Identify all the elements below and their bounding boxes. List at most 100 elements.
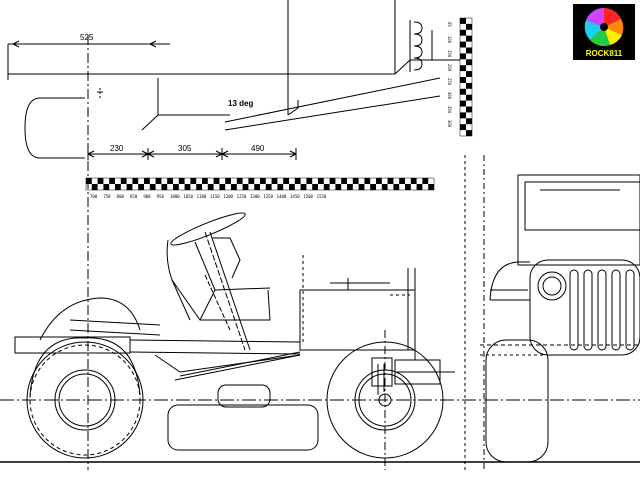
ruler-label: 1050 (183, 194, 193, 199)
ruler-label: 05 (447, 22, 452, 27)
ruler-tick (138, 184, 144, 190)
dim-seg2: 305 (178, 144, 192, 153)
ruler-tick (126, 184, 133, 190)
ruler-tick (358, 184, 365, 190)
ruler-tick (248, 178, 255, 184)
ruler-tick (460, 124, 466, 131)
ruler-tick (190, 178, 197, 184)
ruler-tick (460, 88, 466, 95)
ruler-label: 1100 (197, 194, 207, 199)
ruler-tick (460, 53, 466, 60)
rear-fender-arc (39, 297, 141, 341)
ruler-label: 1350 (263, 194, 273, 199)
ruler-label: 1000 (170, 194, 180, 199)
ruler-tick (466, 82, 472, 89)
ruler-tick (341, 178, 347, 184)
ruler-label: 150 (447, 50, 452, 58)
ruler-tick (306, 178, 313, 184)
ruler-tick (178, 178, 185, 184)
ruler-tick (460, 77, 466, 83)
ruler-tick (466, 47, 472, 54)
front-tire-front-view (485, 339, 549, 463)
ruler-tick (300, 184, 307, 190)
front-wheel (326, 330, 444, 470)
top-view (7, 0, 460, 470)
steering-wheel (170, 212, 251, 351)
ruler-tick (460, 41, 466, 48)
ruler-tick (213, 178, 220, 184)
ruler-tick (103, 184, 110, 190)
seat-top-outline (141, 78, 159, 131)
dim-seg1: 230 (110, 144, 124, 153)
ruler-tick (260, 178, 266, 184)
ruler-tick (335, 184, 342, 190)
ruler-tick (466, 106, 472, 113)
ruler-tick (86, 178, 92, 184)
ruler-label: 300 (447, 120, 452, 128)
ruler-tick (370, 184, 376, 190)
ruler-tick (173, 184, 179, 190)
ruler-tick (277, 184, 284, 190)
ruler-tick (91, 184, 98, 190)
vertical-ruler (459, 17, 473, 137)
ruler-tick (410, 178, 417, 184)
ruler-tick (460, 65, 466, 72)
ruler-tick (352, 178, 359, 184)
ruler-tick (347, 184, 353, 190)
dim-top-width: 525 (80, 33, 94, 42)
ruler-tick (466, 71, 472, 77)
ruler-tick (329, 178, 336, 184)
ruler-tick (184, 184, 191, 190)
ruler-tick (161, 184, 168, 190)
rear-wheel (26, 337, 144, 459)
ruler-tick (120, 178, 127, 184)
ruler-label: 1150 (210, 194, 220, 199)
tractor-front-view (480, 155, 640, 470)
ruler-tick (219, 184, 226, 190)
ruler-tick (236, 178, 243, 184)
ruler-label: 1300 (250, 194, 260, 199)
ruler-tick (271, 178, 278, 184)
ruler-tick (416, 184, 423, 190)
seat (166, 239, 271, 331)
ruler-tick (265, 184, 272, 190)
ruler-label: 700 (90, 194, 98, 199)
ruler-label: 1500 (303, 194, 313, 199)
rear-wheel-top (24, 97, 85, 159)
ruler-label: 1550 (317, 194, 327, 199)
tractor-side-view (0, 155, 640, 470)
hood (299, 255, 416, 360)
ruler-tick (466, 35, 472, 42)
ruler-tick (283, 178, 289, 184)
ruler-tick (115, 184, 121, 190)
ruler-tick (428, 184, 434, 190)
ruler-tick (466, 130, 472, 136)
ruler-tick (318, 178, 324, 184)
angle-line-lower (224, 95, 441, 131)
ruler-tick (144, 178, 150, 184)
ruler-tick (422, 178, 429, 184)
ruler-label: 100 (447, 36, 452, 44)
ruler-tick (466, 23, 472, 30)
ruler-tick (376, 178, 382, 184)
ruler-tick (167, 178, 173, 184)
angle-line-upper (224, 77, 441, 123)
ruler-label: 800 (117, 194, 125, 199)
dim-angle: 13 deg (228, 99, 253, 108)
ruler-tick (405, 184, 411, 190)
ruler-label: 350 (447, 106, 452, 114)
ruler-label: 1250 (237, 194, 247, 199)
ruler-tick (196, 184, 202, 190)
front-fender (489, 261, 530, 301)
ruler-tick (225, 178, 231, 184)
ruler-label: 200 (447, 64, 452, 72)
logo-text: ROCK811 (586, 49, 623, 58)
dim-seg3: 490 (251, 144, 265, 153)
ruler-tick (460, 18, 466, 24)
coil-spring (409, 20, 433, 72)
ruler-label: 1450 (290, 194, 300, 199)
ruler-tick (155, 178, 162, 184)
